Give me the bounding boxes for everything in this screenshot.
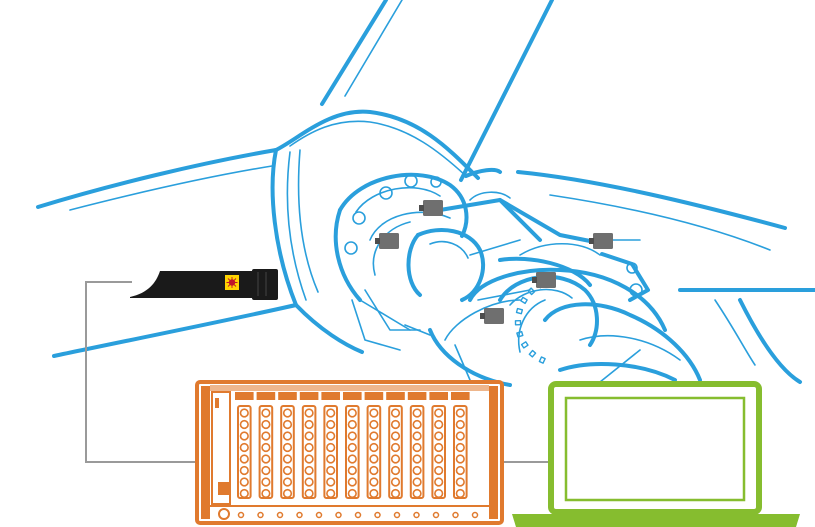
upper-blade <box>320 0 554 182</box>
data-acquisition-chassis-icon <box>195 380 504 525</box>
gear-ring <box>498 274 599 364</box>
nacelle-cover <box>464 167 815 384</box>
signal-cables <box>85 281 548 463</box>
accelerometer-icon <box>375 233 399 249</box>
left-blade <box>36 148 298 358</box>
accelerometer-icon <box>480 308 504 324</box>
main-bearing-flange <box>333 172 469 331</box>
daq-module <box>299 392 319 499</box>
accelerometer-icon <box>532 272 556 288</box>
laptop-icon <box>512 381 800 527</box>
daq-module <box>451 392 470 499</box>
daq-module <box>429 392 448 499</box>
accelerometer-icon <box>419 200 443 216</box>
daq-module <box>386 392 405 499</box>
laser-tachometer-icon <box>130 269 278 300</box>
daq-module <box>256 392 276 499</box>
daq-module <box>343 392 362 499</box>
main-shaft <box>406 228 531 302</box>
wind-turbine-nacelle-drawing <box>36 0 815 387</box>
generator-cylinder <box>543 252 702 383</box>
accelerometer-sensors <box>375 200 613 324</box>
accelerometer-icon <box>589 233 613 249</box>
daq-module <box>278 392 297 499</box>
daq-module <box>364 392 384 499</box>
laptop-base <box>512 514 800 527</box>
rotor-hub <box>270 109 480 354</box>
daq-module <box>321 392 340 499</box>
laptop-screen <box>564 396 746 502</box>
daq-module <box>407 392 427 499</box>
daq-module <box>235 392 254 499</box>
